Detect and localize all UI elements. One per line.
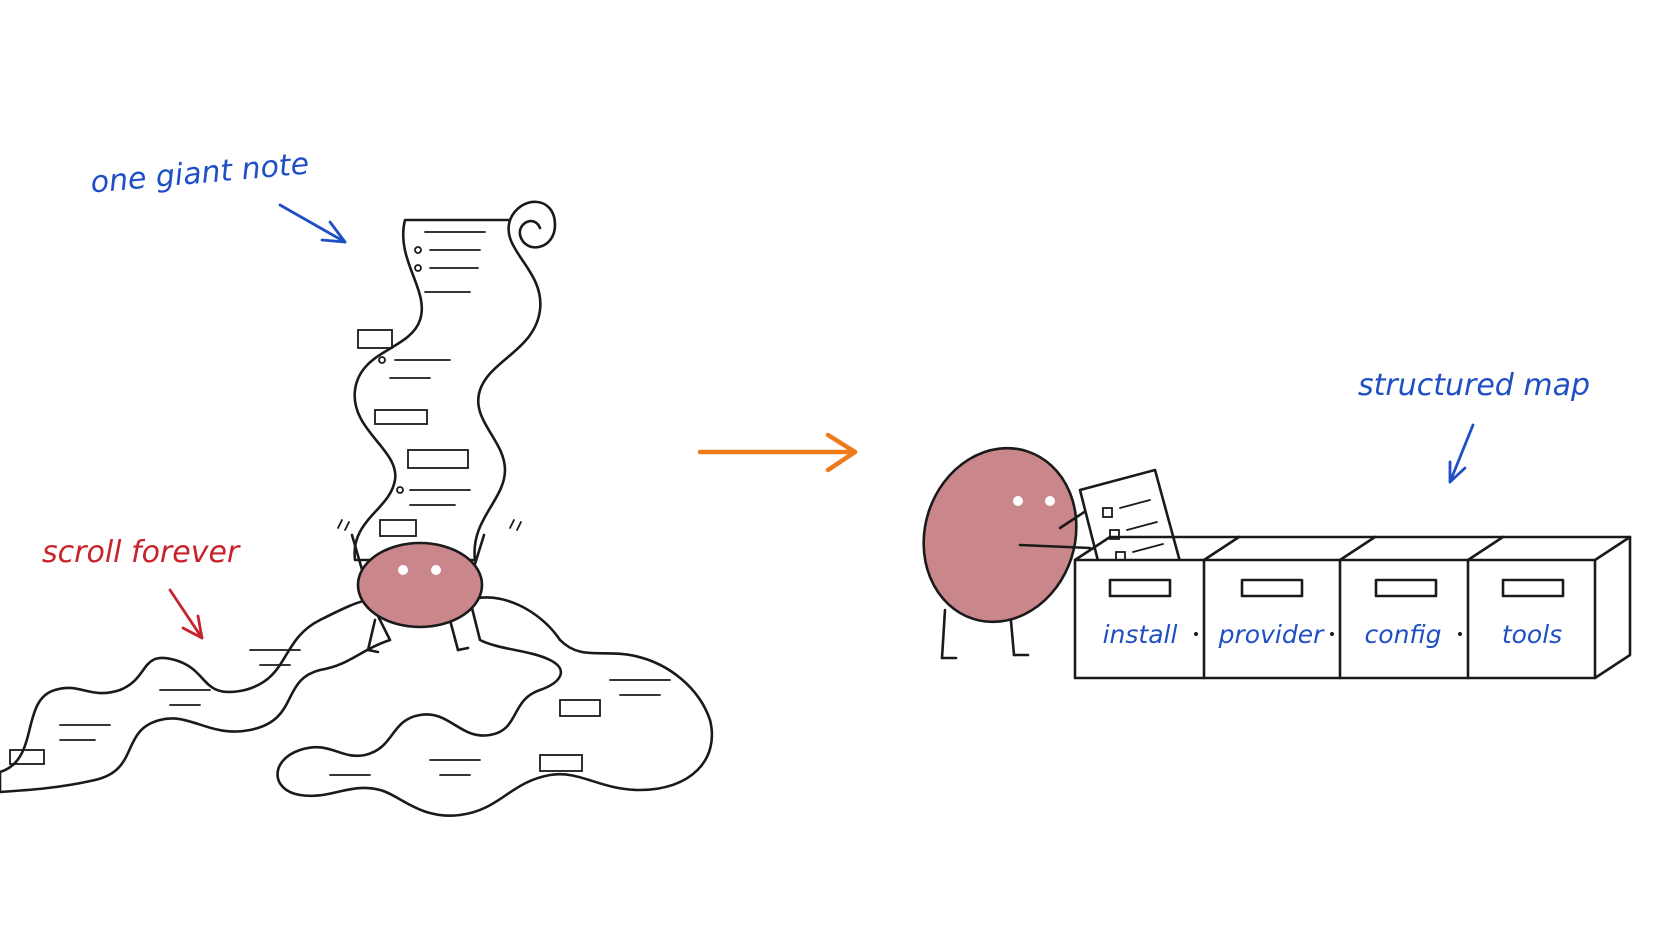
bean-character-overwhelmed [337,519,522,654]
scroll-vertical [353,218,542,562]
box-label-install: install [1103,620,1178,649]
scroll-floor-right [276,596,714,817]
scroll-curl [508,200,557,249]
label-scroll-forever: scroll forever [42,535,241,570]
file-box-front [1073,558,1597,680]
label-one-giant-note: one giant note [89,147,310,201]
scroll-text-lines [357,231,486,537]
label-structured-map: structured map [1358,368,1590,403]
file-box-config: config [1365,620,1442,649]
arrow-icon-scroll-forever [168,588,204,640]
arrow-icon-giant-note [278,203,347,244]
box-label-provider: provider [1218,620,1325,649]
file-box-group: install provider config tools [1073,535,1632,680]
giant-scroll [0,200,714,817]
bean-character-organized [922,446,1097,660]
arrow-icon-structured-map [1448,423,1475,484]
box-label-tools: tools [1502,620,1562,649]
file-box-provider: provider [1218,620,1325,649]
file-box-install: install [1103,620,1178,649]
transition-arrow-icon [697,432,858,473]
file-box-tools: tools [1502,620,1562,649]
box-label-config: config [1365,620,1442,649]
scroll-floor-left [0,598,392,794]
floor-text-lines [9,649,671,776]
